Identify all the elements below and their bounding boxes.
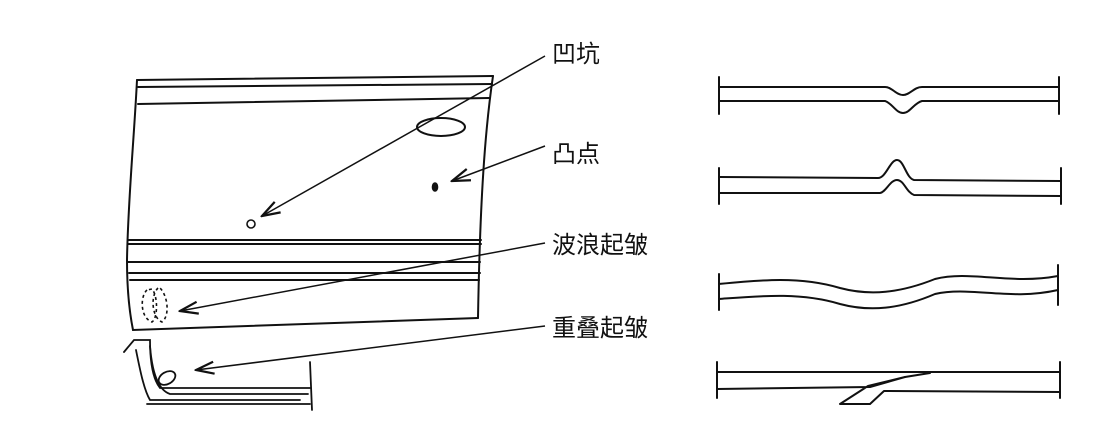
label-bump: 凸点 xyxy=(552,140,600,168)
bump-leader-arrow xyxy=(452,145,546,181)
bump-mark xyxy=(431,182,439,192)
fold-wrinkle-mark xyxy=(157,370,177,386)
dent-cross-section xyxy=(718,76,1060,115)
door-defect-marks xyxy=(141,182,439,323)
fold-leader-arrow xyxy=(196,325,546,370)
wave-wrinkle-mark xyxy=(141,287,168,323)
panel-corner-fragment xyxy=(123,339,313,411)
car-door-panel xyxy=(125,75,494,332)
wave-cross-section xyxy=(718,264,1059,311)
dent-leader-arrow xyxy=(262,55,546,216)
wave-leader-arrow xyxy=(180,242,546,311)
leader-lines xyxy=(180,55,546,370)
door-handle-recess xyxy=(416,117,466,137)
label-fold-wrinkle: 重叠起皱 xyxy=(552,314,648,342)
fold-cross-section xyxy=(716,361,1061,405)
dent-mark xyxy=(246,219,256,229)
cross-sections xyxy=(716,76,1062,405)
label-wave-wrinkle: 波浪起皱 xyxy=(552,231,648,259)
label-dent: 凹坑 xyxy=(552,40,600,68)
bump-cross-section xyxy=(718,159,1062,205)
